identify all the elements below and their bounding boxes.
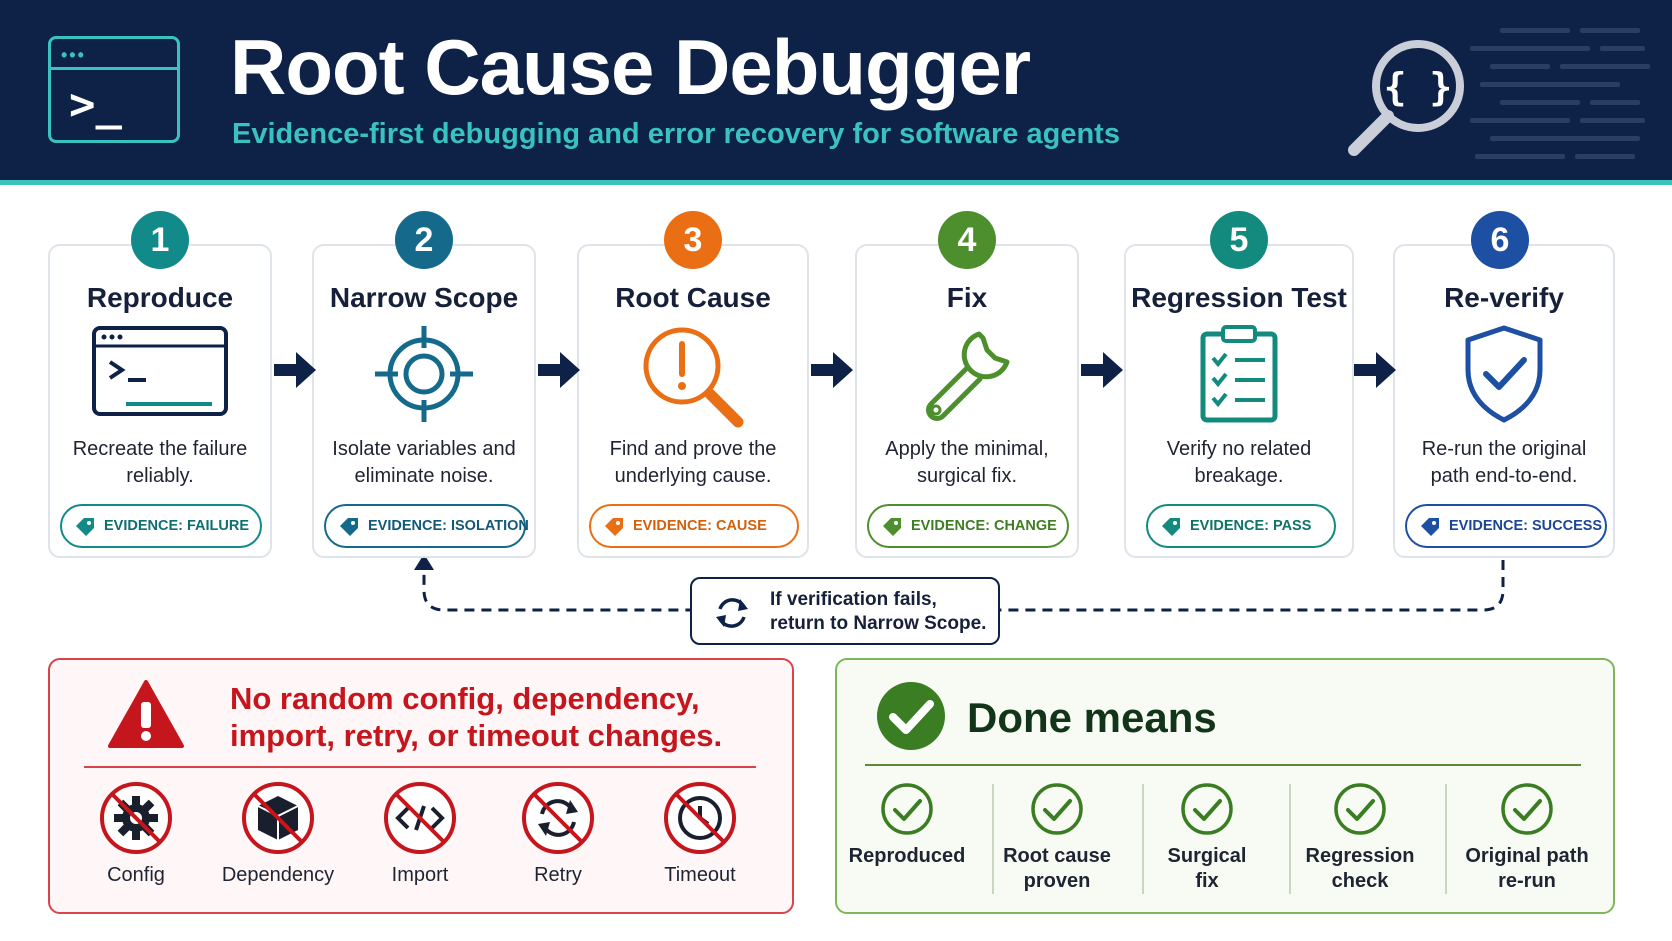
header-divider xyxy=(0,180,1672,185)
tag-icon xyxy=(605,518,623,536)
step-description: Verify no related breakage. xyxy=(1166,438,1312,487)
step-title: Re-verify xyxy=(1444,282,1564,313)
check-icon xyxy=(1334,783,1386,835)
step-number-1: 1 xyxy=(131,211,189,269)
divider xyxy=(1445,784,1447,894)
step-card-regression-test: Regression Test Verify no related breaka… xyxy=(1124,244,1354,558)
clock-banned-icon xyxy=(664,782,736,854)
tag-icon xyxy=(1162,518,1180,536)
step-number-6: 6 xyxy=(1471,211,1529,269)
check-icon xyxy=(1181,783,1233,835)
warning-triangle-icon xyxy=(108,680,184,748)
gear-banned-icon xyxy=(100,782,172,854)
retry-banned-icon xyxy=(522,782,594,854)
code-banned-icon xyxy=(384,782,456,854)
shield-check-icon xyxy=(1465,325,1543,423)
tag-icon xyxy=(76,518,94,536)
package-banned-icon xyxy=(242,782,314,854)
step-description: Find and prove the underlying cause. xyxy=(609,438,777,487)
step-description: Apply the minimal, surgical fix. xyxy=(885,438,1049,487)
header-banner: ••• >_ Root Cause Debugger Evidence-firs… xyxy=(0,0,1672,180)
check-icon xyxy=(1501,783,1553,835)
step-card-narrow-scope: Narrow Scope Isolate variables and elimi… xyxy=(312,244,536,558)
step-number-2: 2 xyxy=(395,211,453,269)
step-title: Root Cause xyxy=(615,282,771,313)
banned-item-dependency: Dependency xyxy=(208,780,348,887)
check-circle-icon xyxy=(877,682,945,750)
step-card-reproduce: Reproduce Recreate the failure reliably.… xyxy=(48,244,272,558)
evidence-badge-cause: EVIDENCE: CAUSE xyxy=(589,504,799,548)
step-card-root-cause: Root Cause Find and prove the underlying… xyxy=(577,244,809,558)
evidence-badge-change: EVIDENCE: CHANGE xyxy=(867,504,1069,548)
page-title: Root Cause Debugger xyxy=(230,23,1031,111)
warning-heading: No random config, dependency, import, re… xyxy=(230,681,723,753)
code-lines-decoration xyxy=(1470,28,1650,159)
check-icon xyxy=(1031,783,1083,835)
step-number-4: 4 xyxy=(938,211,996,269)
flow-arrow xyxy=(1354,352,1396,388)
step-number-5: 5 xyxy=(1210,211,1268,269)
terminal-icon: ••• >_ xyxy=(48,36,180,143)
flow-arrow xyxy=(1081,352,1123,388)
flow-arrow xyxy=(274,352,316,388)
step-card-re-verify: Re-verify Re-run the original path end-t… xyxy=(1393,244,1615,558)
step-description: Recreate the failure reliably. xyxy=(72,438,248,487)
banned-item-import: Import xyxy=(350,780,490,887)
evidence-badge-pass: EVIDENCE: PASS xyxy=(1146,504,1336,548)
flow-arrow xyxy=(538,352,580,388)
evidence-badge-isolation: EVIDENCE: ISOLATION xyxy=(324,504,529,548)
magnifier-alert-icon xyxy=(643,327,744,428)
page-subtitle: Evidence-first debugging and error recov… xyxy=(232,118,1120,150)
step-title: Reproduce xyxy=(86,282,234,313)
loop-text: If verification fails, return to Narrow … xyxy=(770,589,987,634)
step-title: Regression Test xyxy=(1131,282,1347,313)
step-description: Re-run the original path end-to-end. xyxy=(1421,438,1587,487)
evidence-badge-failure: EVIDENCE: FAILURE xyxy=(60,504,262,548)
banned-item-timeout: Timeout xyxy=(630,780,770,887)
banned-item-config: Config xyxy=(66,780,206,887)
divider xyxy=(992,784,994,894)
terminal-icon xyxy=(92,326,228,416)
check-icon xyxy=(881,783,933,835)
tag-icon xyxy=(340,518,358,536)
code-search-icon: { } xyxy=(1348,40,1464,156)
refresh-icon xyxy=(716,598,748,628)
loop-callout: If verification fails, return to Narrow … xyxy=(690,577,1000,645)
clipboard-checklist-icon xyxy=(1200,325,1278,423)
svg-text:{ }: { } xyxy=(1384,65,1453,109)
divider xyxy=(1289,784,1291,894)
tag-icon xyxy=(1421,518,1439,536)
done-item-reproduced: Reproduced xyxy=(837,782,977,869)
step-description: Isolate variables and eliminate noise. xyxy=(332,438,516,487)
step-title: Narrow Scope xyxy=(329,282,519,313)
crosshair-icon xyxy=(375,326,473,422)
banned-item-retry: Retry xyxy=(488,780,628,887)
warning-divider xyxy=(84,766,756,768)
done-heading: Done means xyxy=(967,694,1217,741)
step-card-fix: Fix Apply the minimal, surgical fix. EVI… xyxy=(855,244,1079,558)
step-number-3: 3 xyxy=(664,211,722,269)
wrench-icon xyxy=(926,331,1010,421)
flow-arrow xyxy=(811,352,853,388)
tag-icon xyxy=(883,518,901,536)
divider xyxy=(1142,784,1144,894)
evidence-badge-success: EVIDENCE: SUCCESS xyxy=(1405,504,1607,548)
step-title: Fix xyxy=(946,282,988,313)
warning-panel: No random config, dependency, import, re… xyxy=(48,658,794,914)
done-divider xyxy=(865,764,1581,766)
